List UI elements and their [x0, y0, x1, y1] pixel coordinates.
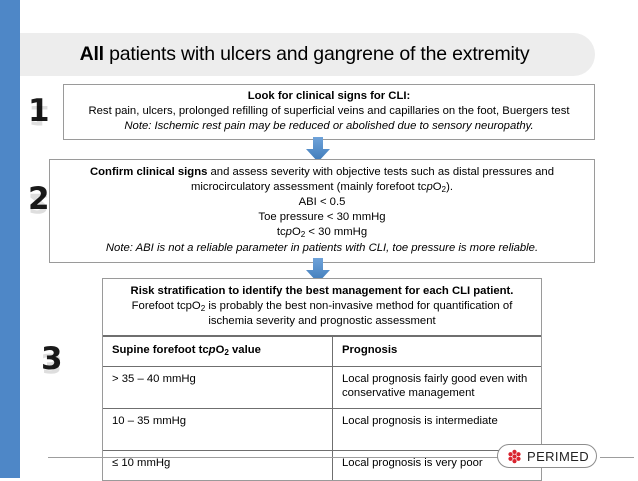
table-header-value-end: value	[228, 344, 261, 357]
step-2-lead: Confirm clinical signs and assess severi…	[58, 165, 586, 180]
step-2-lead-rest: and assess severity with objective tests…	[207, 166, 554, 178]
step-2-line2: microcirculatory assessment (mainly fore…	[58, 180, 586, 196]
step-2-criterion-tcpo2-a: tc	[276, 226, 286, 239]
table-row: > 35 – 40 mmHg Local prognosis fairly go…	[103, 365, 541, 409]
table-row: ≤ 10 mmHg Local prognosis is very poor	[103, 449, 541, 480]
step-3-subtext-b: is probably the best non-invasive method…	[205, 299, 513, 328]
step-2-criterion-abi: ABI < 0.5	[298, 196, 346, 209]
slide-title-banner: All patients with ulcers and gangrene of…	[20, 33, 595, 76]
table-header-value-a: Supine forefoot tc	[112, 344, 209, 357]
perimed-flower-icon	[507, 449, 522, 464]
step-3-subtext-sub: 2	[200, 303, 206, 313]
step-3-heading: Risk stratification to identify the best…	[130, 285, 514, 297]
step-2-note: Note: ABI is not a reliable parameter in…	[105, 241, 539, 254]
step-number-3: 3	[41, 344, 63, 375]
step-2-line2-end: ).	[446, 180, 453, 193]
table-cell-value: 10 – 35 mmHg	[103, 407, 333, 451]
step-1-heading: Look for clinical signs for CLI:	[247, 90, 411, 102]
step-2-box: Confirm clinical signs and assess severi…	[49, 159, 595, 263]
table-cell-prognosis: Local prognosis is intermediate	[332, 407, 541, 451]
table-header-prognosis: Prognosis	[332, 336, 541, 367]
step-number-2: 2	[28, 184, 50, 215]
footer-divider-right	[600, 457, 634, 458]
step-2-lead-bold: Confirm clinical signs	[90, 166, 208, 178]
perimed-logo: PERIMED	[497, 444, 597, 468]
page-title: All patients with ulcers and gangrene of…	[80, 43, 536, 66]
step-2-criterion-tcpo2-o: O	[291, 226, 301, 239]
left-accent-bar	[0, 0, 20, 478]
page-title-rest: patients with ulcers and gangrene of the…	[103, 43, 530, 65]
table-row: 10 – 35 mmHg Local prognosis is intermed…	[103, 407, 541, 451]
table-cell-value: ≤ 10 mmHg	[103, 449, 333, 480]
risk-stratification-table: Supine forefoot tcpO2 value Prognosis > …	[103, 336, 541, 480]
step-2-line2-sub: 2	[441, 184, 447, 194]
step-1-box: Look for clinical signs for CLI: Rest pa…	[63, 84, 595, 140]
step-2-criterion-tcpo2-end: < 30 mmHg	[305, 226, 368, 239]
table-header-value: Supine forefoot tcpO2 value	[103, 336, 333, 367]
step-3-subtext-a: Forefoot tcpO	[131, 299, 201, 312]
table-header-value-o: O	[215, 344, 225, 357]
table-cell-value: > 35 – 40 mmHg	[103, 365, 333, 409]
step-number-1: 1	[28, 96, 50, 127]
table-header-value-p: p	[208, 344, 216, 357]
table-cell-prognosis: Local prognosis fairly good even with co…	[332, 365, 541, 409]
step-2-criterion-tcpo2-p: p	[285, 226, 292, 239]
down-arrow-icon-2	[305, 258, 331, 284]
step-3-caption: Risk stratification to identify the best…	[103, 279, 541, 337]
footer-divider-left	[48, 457, 556, 458]
step-3-box: Risk stratification to identify the best…	[102, 278, 542, 481]
down-arrow-icon-1	[305, 137, 331, 163]
step-1-note: Note: Ischemic rest pain may be reduced …	[124, 119, 534, 132]
table-header-row: Supine forefoot tcpO2 value Prognosis	[103, 336, 541, 367]
step-2-line2-p: p	[426, 180, 433, 193]
page-title-lead: All	[79, 43, 105, 65]
table-header-value-sub: 2	[224, 348, 229, 358]
step-3-subtext: Forefoot tcpO2 is probably the best non-…	[113, 299, 531, 329]
step-2-line2-a: microcirculatory assessment (mainly fore…	[191, 180, 427, 193]
perimed-wordmark: PERIMED	[527, 448, 590, 464]
step-1-body: Rest pain, ulcers, prolonged refilling o…	[88, 104, 570, 117]
step-2-criterion-tcpo2-sub: 2	[300, 230, 306, 240]
step-2-criterion-tcpo2: tcpO2 < 30 mmHg	[58, 225, 586, 241]
step-2-line2-o: O	[432, 180, 442, 193]
step-2-criterion-toe-pressure: Toe pressure < 30 mmHg	[258, 211, 386, 224]
